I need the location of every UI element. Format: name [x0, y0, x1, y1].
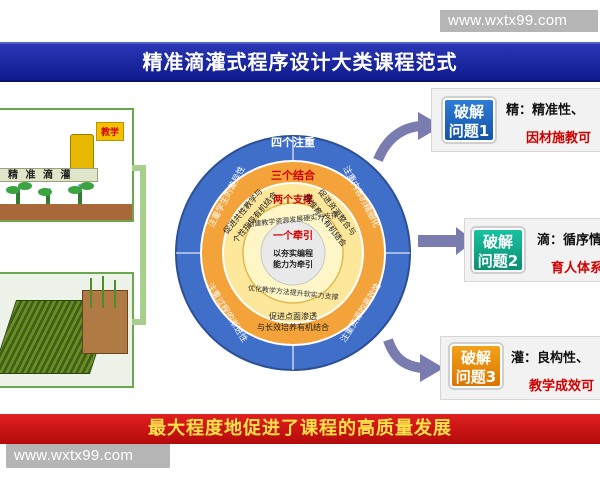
problem-sub-text: 教学成效可	[529, 379, 595, 394]
soil-cross-section	[82, 290, 128, 354]
soil	[0, 204, 132, 220]
problem-box-line2: 问题3	[455, 368, 497, 386]
problem-box-line1: 破解	[453, 103, 484, 121]
ring-title-two: 两个支撑	[273, 193, 313, 206]
crop-field-illustration	[0, 272, 134, 388]
ring-title-three: 三个结合	[271, 168, 316, 182]
ring-three-segment: 与长效培养有机结合	[257, 322, 329, 332]
leaf-icon	[18, 182, 32, 190]
crop-stalk-icon	[114, 280, 116, 308]
center-text-line2: 能力为牵引	[273, 259, 313, 269]
watermark: www.wxtx99.com	[6, 444, 170, 468]
connector-bracket	[132, 165, 152, 325]
leaf-icon	[38, 188, 52, 196]
concentric-ring-diagram: 四个注重 三个结合 两个支撑 一个牵引 以夯实编程 能力为牵引 注重学生的差异性…	[175, 135, 411, 371]
ring-title-one: 一个牵引	[273, 229, 313, 242]
faucet-icon	[70, 134, 94, 170]
sprout-icon	[46, 192, 50, 206]
arrowhead-icon	[420, 354, 444, 382]
problem-sub-text: 因材施教可	[526, 131, 592, 146]
arrow-to-problem-3	[383, 338, 423, 373]
crop-stalk-icon	[90, 278, 92, 308]
problem-box-line1: 破解	[460, 349, 491, 367]
faucet-tag: 教学	[96, 122, 125, 141]
conclusion-banner: 最大程度地促进了课程的高质量发展	[0, 414, 600, 444]
ring-title-four: 四个注重	[271, 135, 315, 149]
sprout-icon	[16, 190, 20, 206]
pipe-label: 精 准 滴 灌	[8, 170, 73, 181]
sprout-icon	[78, 190, 82, 206]
page-title: 精准滴灌式程序设计大类课程范式	[0, 42, 600, 82]
water-pipe	[0, 168, 98, 182]
leaf-icon	[6, 186, 20, 194]
ring-three-segment: 促进点面渗透	[269, 311, 317, 321]
problem-main-text: 精：精准性、	[506, 103, 585, 118]
problem-box-3: 破解 问题3	[450, 344, 502, 388]
problem-main-text: 滴：循序情	[537, 233, 600, 248]
drip-irrigation-illustration: 教学 精 准 滴 灌	[0, 108, 134, 222]
problem-box-line2: 问题1	[448, 122, 490, 140]
problem-box-1: 破解 问题1	[443, 98, 495, 142]
center-core	[260, 220, 326, 286]
crop-stalk-icon	[102, 276, 104, 308]
problem-box-2: 破解 问题2	[472, 228, 524, 272]
leaf-icon	[68, 186, 82, 194]
arrow-to-problem-1	[373, 121, 421, 163]
watermark: www.wxtx99.com	[440, 10, 598, 32]
problem-box-line2: 问题2	[477, 252, 519, 270]
arrowhead-icon	[418, 112, 442, 140]
problem-sub-text: 育人体系	[551, 261, 600, 276]
problem-main-text: 灌：良构性、	[511, 351, 590, 366]
problem-box-line1: 破解	[482, 233, 513, 251]
leaf-icon	[80, 182, 94, 190]
arrow-to-problem-2	[418, 235, 458, 247]
center-text-line1: 以夯实编程	[273, 248, 313, 258]
arrows-layer	[373, 112, 474, 382]
